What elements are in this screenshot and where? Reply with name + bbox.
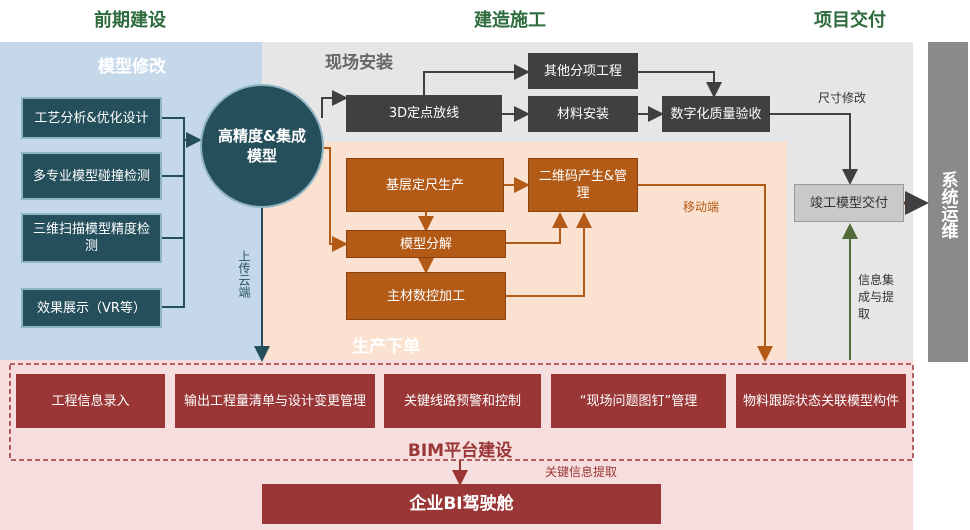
- ops-label: 系统运维: [937, 171, 958, 239]
- size-modification-label: 尺寸修改: [818, 91, 867, 105]
- phase-construction: 建造施工: [474, 10, 546, 31]
- clash-detection-box: 多专业模型碰撞检测: [21, 152, 162, 200]
- bim-quantity-box: 输出工程量清单与设计变更管理: [175, 374, 375, 428]
- integrated-model-node: 高精度&集成模型: [200, 84, 324, 208]
- layout-3d-box: 3D定点放线: [346, 95, 502, 132]
- material-install-box: 材料安装: [528, 96, 638, 132]
- ops-bar: [928, 42, 968, 362]
- bim-critical-path-box: 关键线路预警和控制: [384, 374, 541, 428]
- process-optimization-box: 工艺分析&优化设计: [21, 97, 162, 139]
- upload-cloud-label: 上传云端: [237, 250, 251, 298]
- cnc-machining-box: 主材数控加工: [346, 272, 506, 320]
- other-works-box: 其他分项工程: [528, 53, 638, 89]
- model-decomposition-box: 模型分解: [346, 230, 506, 258]
- as-built-delivery-box: 竣工模型交付: [794, 184, 904, 222]
- scan-accuracy-box: 三维扫描模型精度检测: [21, 213, 162, 263]
- phase-pre-construction: 前期建设: [94, 10, 166, 31]
- enterprise-bi-cockpit-box: 企业BI驾驶舱: [262, 484, 661, 524]
- mobile-label: 移动端: [683, 200, 720, 214]
- bim-material-tracking-box: 物料跟踪状态关联模型构件: [736, 374, 906, 428]
- quality-acceptance-box: 数字化质量验收: [662, 96, 770, 132]
- bim-platform-title: BIM平台建设: [407, 441, 513, 461]
- phase-delivery: 项目交付: [814, 10, 886, 31]
- qrcode-management-box: 二维码产生&管理: [528, 158, 638, 212]
- base-production-box: 基层定尺生产: [346, 158, 504, 212]
- vr-display-box: 效果展示（VR等）: [21, 288, 162, 328]
- section-site-install: 现场安装: [325, 53, 393, 73]
- key-info-extraction-label: 关键信息提取: [545, 465, 618, 479]
- bim-site-issue-box: “现场问题图钉”管理: [551, 374, 726, 428]
- bim-info-entry-box: 工程信息录入: [16, 374, 165, 428]
- info-integration-label: 信息集成与提取: [858, 273, 895, 321]
- section-model-modification: 模型修改: [98, 57, 166, 77]
- section-production-order: 生产下单: [352, 337, 420, 357]
